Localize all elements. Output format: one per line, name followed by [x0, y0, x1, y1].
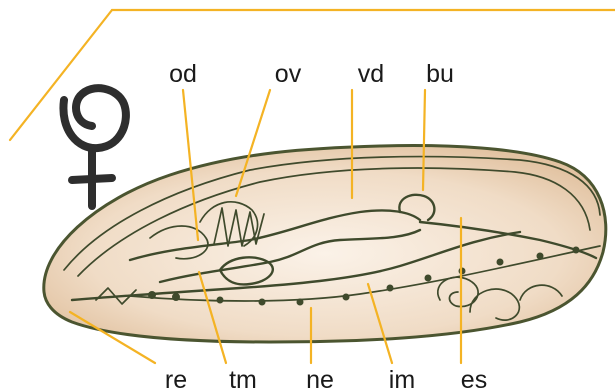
label-re: re	[165, 366, 187, 391]
label-vd: vd	[358, 60, 384, 88]
label-im: im	[389, 366, 415, 391]
label-ov: ov	[275, 60, 302, 88]
female-symbol-icon	[63, 88, 125, 206]
label-od: od	[169, 60, 197, 88]
frame-guide	[10, 10, 615, 140]
label-es: es	[461, 366, 487, 391]
insect-body	[44, 146, 606, 342]
label-tm: tm	[229, 366, 257, 391]
label-bu: bu	[426, 60, 454, 88]
label-ne: ne	[306, 366, 334, 391]
